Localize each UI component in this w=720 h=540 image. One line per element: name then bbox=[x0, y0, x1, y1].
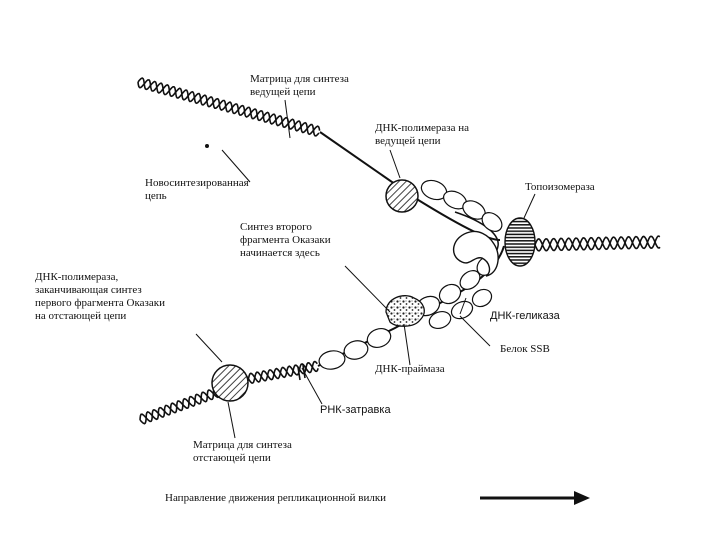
helix-duplex-right bbox=[534, 235, 661, 252]
leading-polymerase bbox=[385, 179, 419, 213]
ssb-chain-lagging bbox=[318, 256, 496, 370]
helix-lower-right bbox=[241, 360, 319, 386]
label-direction: Направление движения репликационной вилк… bbox=[165, 492, 386, 504]
primase-shape bbox=[385, 295, 425, 327]
label-primase: ДНК-праймаза bbox=[375, 363, 445, 375]
helicase-shape bbox=[452, 230, 499, 277]
ssb-chain-leading bbox=[420, 179, 503, 232]
stray-dot bbox=[205, 144, 209, 148]
helix-lower-left bbox=[139, 387, 220, 425]
direction-arrow bbox=[480, 491, 590, 505]
leader-lines bbox=[195, 99, 536, 439]
lagging-polymerase bbox=[211, 364, 249, 402]
label-topoisomerase: Топоизомераза bbox=[525, 181, 595, 193]
label-primer: РНК-затравка bbox=[320, 404, 391, 416]
label-ssb: Белок SSB bbox=[500, 343, 550, 355]
label-helicase: ДНК-геликаза bbox=[490, 310, 561, 322]
topoisomerase-shape bbox=[504, 217, 536, 267]
